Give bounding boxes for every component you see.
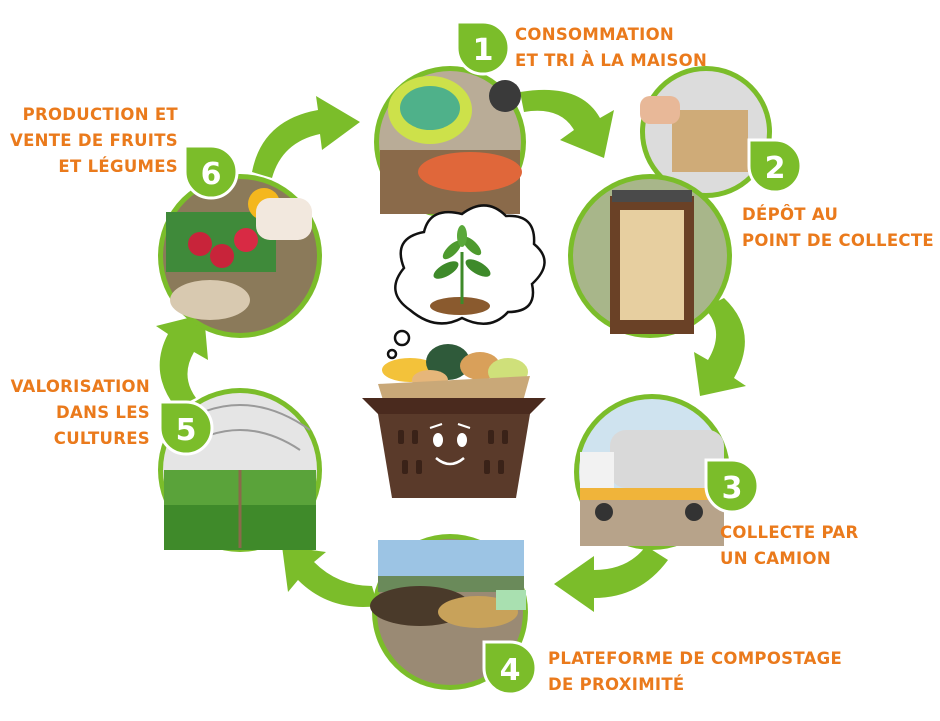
badge-2-number: 2 [765, 151, 786, 186]
step-5-label: Valorisation dans les cultures [10, 377, 150, 448]
step-2-label: Dépôt au point de collecte [742, 205, 934, 250]
step-6-label: Production et vente de fruits et légumes [10, 105, 178, 176]
badge-3-number: 3 [722, 471, 743, 506]
step-1-image [374, 66, 526, 218]
step-1-label: Consommation et tri à la maison [515, 25, 708, 70]
step-3-image [574, 394, 730, 550]
step-2-image-bin [568, 174, 732, 338]
thought-bubble [386, 204, 546, 360]
badge-3: 3 [704, 458, 760, 514]
plant-sprout-icon [430, 225, 491, 315]
step-3-label: Collecte par un camion [720, 523, 859, 568]
badge-6: 6 [183, 144, 239, 200]
step-badges: 1 2 3 4 5 6 [158, 20, 803, 696]
arrow-6-to-1 [252, 96, 360, 178]
badge-6-number: 6 [201, 157, 222, 192]
step-2-image-deposit [640, 66, 772, 198]
badge-5-number: 5 [176, 413, 197, 448]
arrow-4-to-5 [282, 546, 378, 607]
arrow-1-to-2 [520, 89, 614, 158]
badge-5: 5 [158, 400, 214, 456]
badge-4-number: 4 [500, 653, 521, 688]
badge-1: 1 [455, 20, 511, 76]
arrow-3-to-4 [554, 546, 668, 612]
arrow-5-to-6 [156, 314, 208, 408]
step-4-label: Plateforme de compostage de proximité [548, 649, 843, 694]
arrow-2-to-3 [694, 298, 746, 396]
step-6-image [158, 174, 322, 338]
badge-4: 4 [482, 640, 538, 696]
compost-basket-mascot-icon [362, 344, 546, 498]
cycle-arrows [156, 89, 746, 612]
badge-1-number: 1 [473, 33, 494, 68]
badge-2: 2 [747, 138, 803, 194]
